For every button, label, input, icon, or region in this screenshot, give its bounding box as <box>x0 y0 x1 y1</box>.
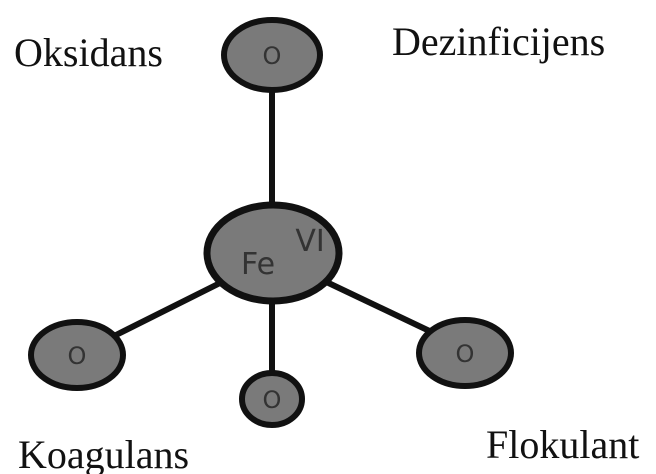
role-label-coagulant: Koagulans <box>18 432 189 474</box>
oxygen-atom-bottom-right: O <box>416 317 514 389</box>
oxygen-symbol-bottom-middle: O <box>263 386 282 414</box>
oxidation-state-superscript: VI <box>295 224 324 259</box>
oxygen-atom-bottom-middle: O <box>239 370 305 428</box>
iron-atom-center: Fe VI <box>203 201 343 305</box>
bond-bottom-right <box>316 275 442 339</box>
oxygen-symbol-bottom-right: O <box>456 340 475 368</box>
oxygen-atom-top: O <box>221 17 323 93</box>
iron-symbol: Fe <box>241 247 275 282</box>
role-label-oxidant: Oksidans <box>14 30 163 75</box>
oxygen-symbol-bottom-left: O <box>68 342 87 370</box>
role-label-disinfectant: Dezinficijens <box>392 19 605 64</box>
role-label-flocculant: Flokulant <box>486 422 639 467</box>
bond-bottom-left <box>108 275 232 341</box>
oxygen-atom-bottom-left: O <box>28 319 126 391</box>
oxygen-symbol-top: O <box>263 42 282 70</box>
